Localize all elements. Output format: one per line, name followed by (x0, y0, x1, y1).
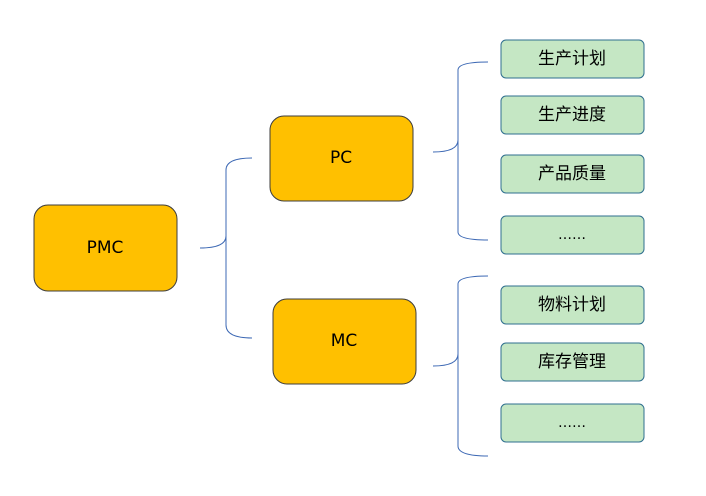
pc-node-label: PC (330, 148, 352, 168)
pc-child-label: …… (558, 227, 586, 243)
root-node-label: PMC (87, 238, 124, 258)
mc-child-label: …… (558, 415, 586, 431)
mc-child-more: …… (500, 403, 645, 443)
pc-child-production-plan: 生产计划 (500, 39, 645, 79)
mc-bracket (432, 275, 489, 457)
mc-node-label: MC (331, 331, 358, 351)
pc-child-more: …… (500, 215, 645, 255)
pc-child-label: 生产进度 (538, 105, 606, 125)
mc-child-inventory-management: 库存管理 (500, 342, 645, 382)
pc-bracket (432, 61, 489, 241)
root-node: PMC (33, 204, 178, 292)
pc-child-product-quality: 产品质量 (500, 154, 645, 194)
mc-child-label: 库存管理 (538, 352, 606, 372)
pc-child-production-progress: 生产进度 (500, 95, 645, 135)
pc-child-label: 生产计划 (538, 49, 606, 69)
mc-node: MC (272, 298, 417, 385)
root-bracket (199, 157, 253, 339)
mc-child-label: 物料计划 (538, 295, 606, 315)
pc-child-label: 产品质量 (538, 164, 606, 184)
mc-child-material-plan: 物料计划 (500, 285, 645, 325)
pc-node: PC (269, 115, 414, 202)
